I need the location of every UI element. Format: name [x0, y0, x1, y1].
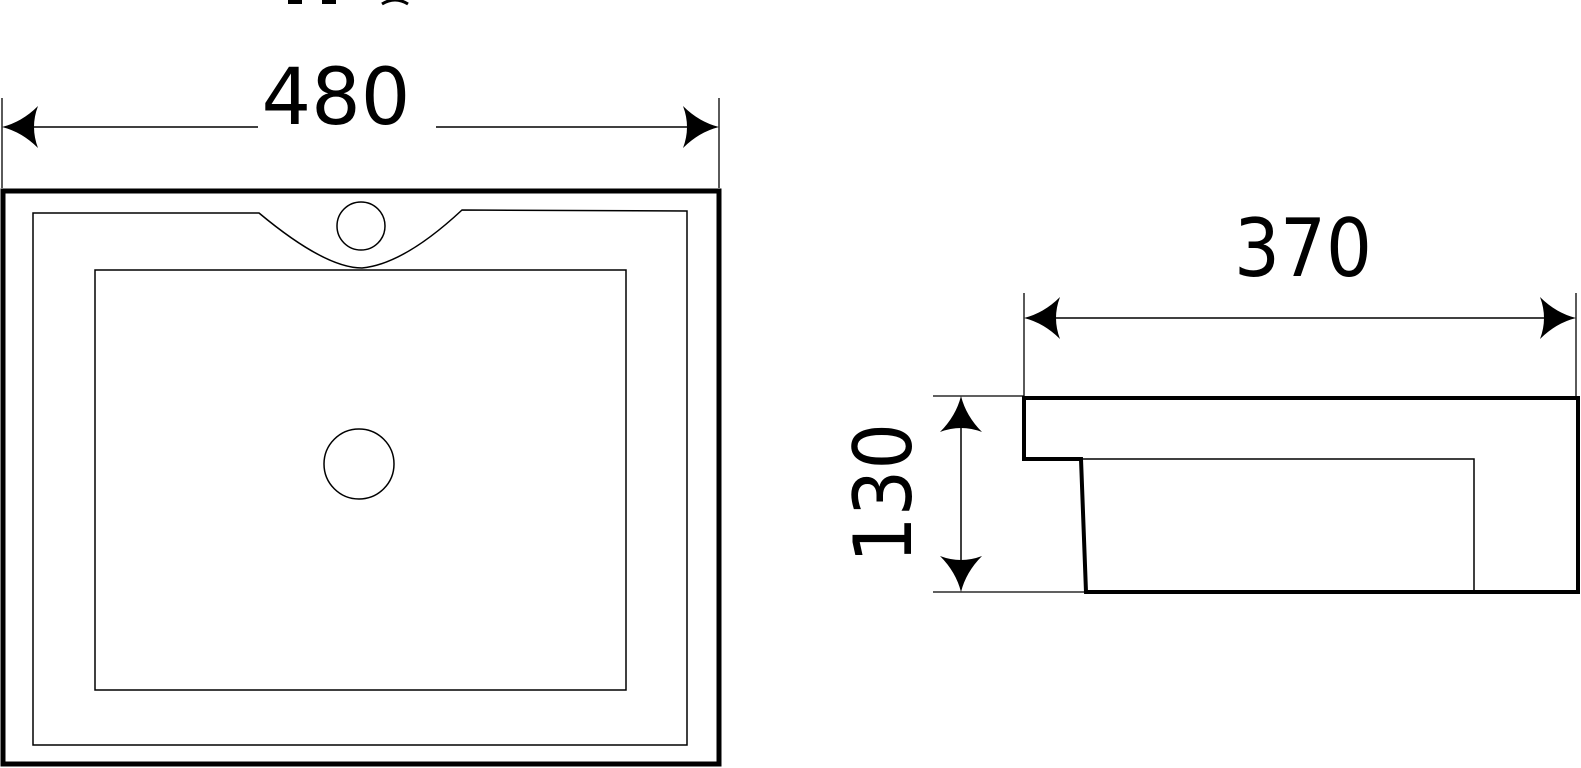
width-label: 480: [262, 53, 411, 143]
width-dimension-line: [1, 98, 720, 188]
basin-outer-outline: [0, 188, 722, 767]
arrow-down-icon: [940, 556, 982, 592]
basin-side-inner-line: [1081, 458, 1475, 592]
basin-rim-outline: [32, 209, 688, 746]
depth-dimension-line: [1023, 293, 1577, 396]
faucet-hole: [336, 201, 386, 251]
arrow-right-icon: [1540, 297, 1576, 339]
top-view: 480: [0, 0, 722, 767]
basin-bowl-outline: [94, 269, 627, 691]
side-view: 370 130: [837, 202, 1580, 594]
arrow-left-icon: [2, 106, 38, 148]
drain-hole: [323, 428, 395, 500]
basin-side-profile: [1022, 396, 1580, 594]
arrow-up-icon: [940, 396, 982, 432]
height-dimension-line: [933, 395, 1084, 593]
clipped-top-label: [288, 0, 409, 6]
height-label: 130: [837, 423, 930, 563]
arrow-right-icon: [683, 106, 719, 148]
depth-label: 370: [1234, 202, 1372, 295]
arrow-left-icon: [1024, 297, 1060, 339]
